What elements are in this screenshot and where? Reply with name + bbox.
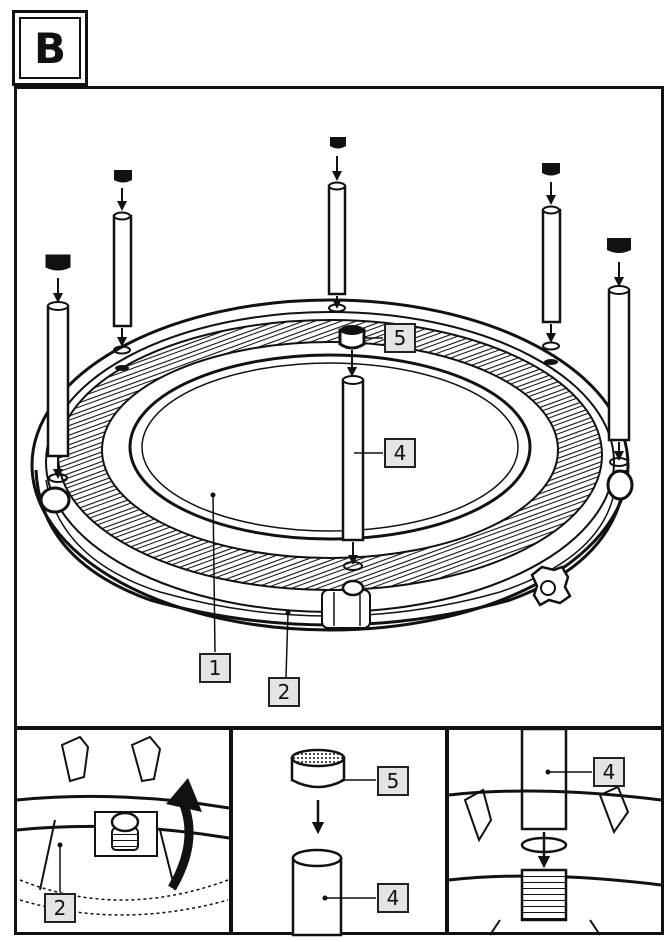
callout-part-4-inset-middle: 4: [377, 883, 409, 913]
sleeve-front: [321, 589, 371, 629]
callout-part-4-main: 4: [384, 438, 416, 468]
leg-2: [112, 170, 133, 371]
inset-right-art: [448, 727, 662, 936]
callout-part-4-inset-right: 4: [593, 757, 625, 787]
hinge-left: [39, 486, 71, 514]
leader-lines: [212, 337, 383, 678]
leg-3: [327, 137, 347, 313]
section-letter: B: [19, 17, 81, 79]
section-badge: B: [12, 10, 88, 86]
jumping-mat: [128, 353, 532, 541]
leg-front: [338, 325, 366, 597]
leg-4: [541, 163, 562, 365]
hinge-right: [606, 469, 634, 501]
callout-part-5-inset-middle: 5: [377, 766, 409, 796]
hinge-right-knob: [530, 565, 572, 607]
callout-part-5-main: 5: [384, 323, 416, 353]
inset-left-art: [16, 735, 230, 916]
leg-5: [607, 238, 631, 467]
callout-part-2-main: 2: [268, 677, 300, 707]
leg-1: [45, 254, 71, 483]
callout-part-1-main: 1: [199, 653, 231, 683]
inset-middle-art: [290, 748, 376, 937]
callout-part-2-inset-left: 2: [44, 893, 76, 923]
